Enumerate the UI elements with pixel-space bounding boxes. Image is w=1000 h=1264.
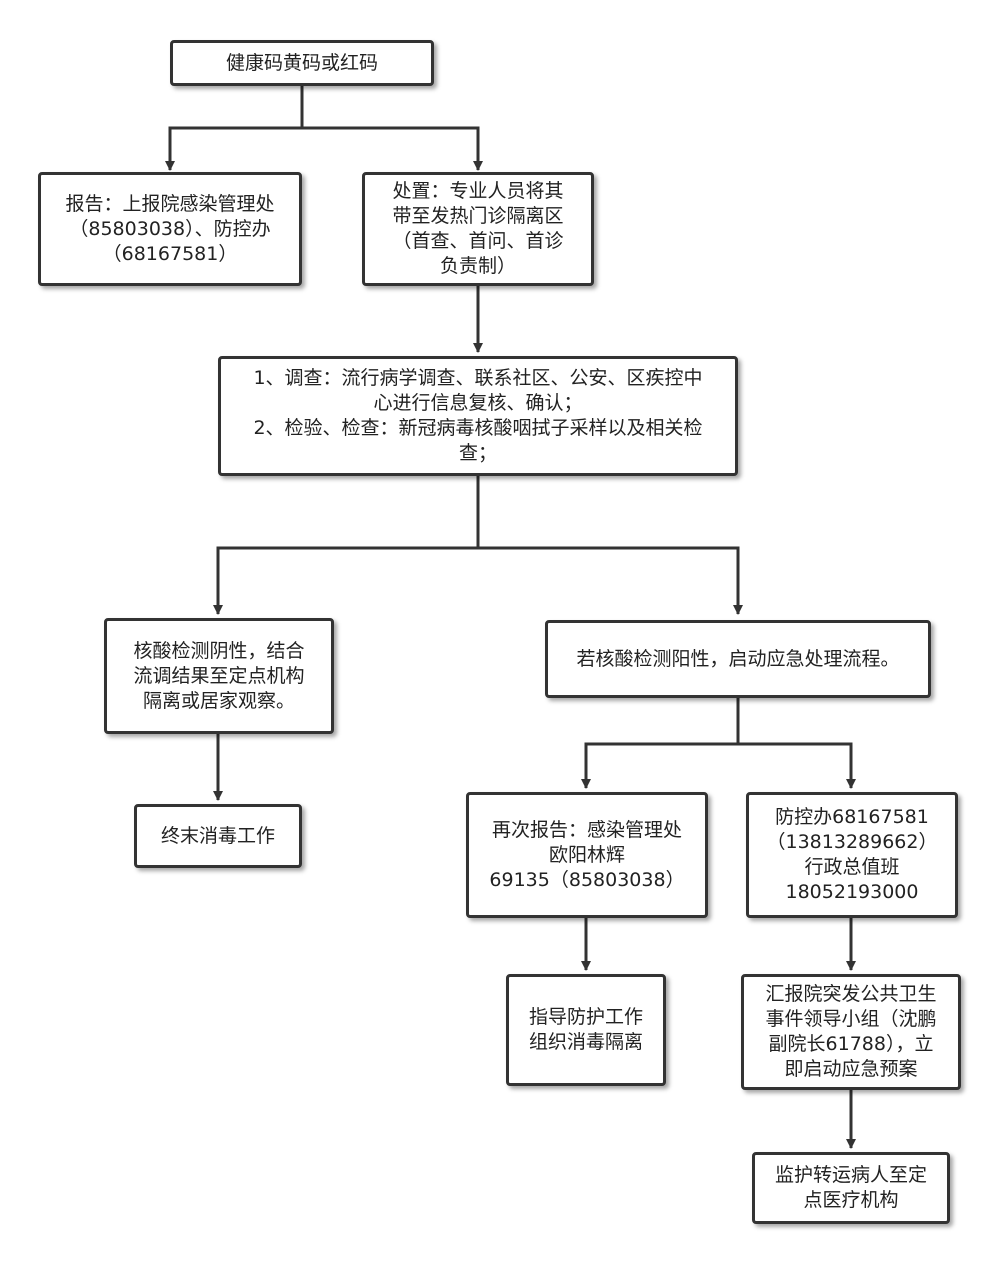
node-guide-line: 组织消毒隔离 bbox=[528, 1031, 643, 1053]
node-escalate-line: 副院长61788），立 bbox=[768, 1033, 934, 1055]
node-transfer-line: 点医疗机构 bbox=[803, 1189, 899, 1211]
node-investigate-line: 2、检验、检查：新冠病毒核酸咽拭子采样以及相关检 bbox=[253, 417, 703, 439]
node-start-line: 健康码黄码或红码 bbox=[225, 51, 378, 74]
node-rereport: 再次报告：感染管理处 欧阳林辉 69135（85803038） bbox=[466, 792, 708, 918]
node-office: 防控办68167581 （13813289662） 行政总值班 18052193… bbox=[746, 792, 958, 918]
node-report-line: （68167581） bbox=[102, 242, 238, 265]
edge-start-report bbox=[165, 84, 304, 171]
node-escalate: 汇报院突发公共卫生 事件领导小组（沈鹏 副院长61788），立 即启动应急预案 bbox=[741, 974, 961, 1090]
node-investigate-text: 1、调查：流行病学调查、联系社区、公安、区疾控中 心进行信息复核、确认； 2、检… bbox=[253, 366, 702, 466]
node-negative-text: 核酸检测阴性，结合 流调结果至定点机构 隔离或居家观察。 bbox=[133, 639, 304, 714]
node-guide: 指导防护工作 组织消毒隔离 bbox=[506, 974, 666, 1086]
node-dispose-line: 负责制） bbox=[439, 255, 516, 277]
node-start: 健康码黄码或红码 bbox=[170, 40, 434, 86]
node-disinfect: 终末消毒工作 bbox=[134, 804, 302, 868]
node-guide-line: 指导防护工作 bbox=[528, 1006, 643, 1028]
node-positive-line: 若核酸检测阳性，启动应急处理流程。 bbox=[576, 647, 900, 670]
node-disinfect-text: 终末消毒工作 bbox=[161, 824, 275, 849]
node-dispose-line: 处置：专业人员将其 bbox=[392, 180, 564, 202]
edge-investigate-positive bbox=[478, 546, 743, 615]
node-report-text: 报告：上报院感染管理处 （85803038）、防控办 （68167581） bbox=[65, 192, 274, 267]
node-transfer: 监护转运病人至定 点医疗机构 bbox=[752, 1152, 950, 1224]
node-report-line: 报告：上报院感染管理处 bbox=[65, 192, 275, 215]
node-transfer-line: 监护转运病人至定 bbox=[774, 1164, 927, 1186]
node-negative-line: 隔离或居家观察。 bbox=[142, 689, 295, 712]
edge-start-dispose bbox=[302, 126, 483, 171]
node-negative-line: 流调结果至定点机构 bbox=[133, 664, 305, 687]
node-dispose: 处置：专业人员将其 带至发热门诊隔离区 （首查、首问、首诊 负责制） bbox=[362, 172, 594, 286]
node-report: 报告：上报院感染管理处 （85803038）、防控办 （68167581） bbox=[38, 172, 302, 286]
node-investigate: 1、调查：流行病学调查、联系社区、公安、区疾控中 心进行信息复核、确认； 2、检… bbox=[218, 356, 738, 476]
node-investigate-line: 心进行信息复核、确认； bbox=[373, 392, 583, 414]
node-escalate-line: 事件领导小组（沈鹏 bbox=[765, 1008, 937, 1030]
node-rereport-line: 69135（85803038） bbox=[489, 868, 685, 891]
node-guide-text: 指导防护工作 组织消毒隔离 bbox=[529, 1005, 643, 1055]
node-positive-text: 若核酸检测阳性，启动应急处理流程。 bbox=[576, 647, 899, 672]
node-rereport-line: 再次报告：感染管理处 bbox=[491, 818, 682, 841]
node-office-line: （13813289662） bbox=[766, 831, 938, 853]
node-rereport-text: 再次报告：感染管理处 欧阳林辉 69135（85803038） bbox=[489, 818, 684, 893]
node-escalate-line: 即启动应急预案 bbox=[784, 1058, 918, 1080]
node-escalate-line: 汇报院突发公共卫生 bbox=[765, 983, 937, 1005]
node-escalate-text: 汇报院突发公共卫生 事件领导小组（沈鹏 副院长61788），立 即启动应急预案 bbox=[765, 982, 936, 1082]
node-negative: 核酸检测阴性，结合 流调结果至定点机构 隔离或居家观察。 bbox=[104, 618, 334, 734]
node-office-line: 18052193000 bbox=[785, 881, 919, 903]
node-office-line: 行政总值班 bbox=[804, 856, 900, 878]
node-report-line: （85803038）、防控办 bbox=[69, 217, 271, 240]
node-positive: 若核酸检测阳性，启动应急处理流程。 bbox=[545, 620, 931, 698]
edge-investigate-negative bbox=[213, 476, 480, 615]
node-disinfect-line: 终末消毒工作 bbox=[160, 824, 275, 847]
edge-positive-office bbox=[738, 742, 856, 789]
node-dispose-text: 处置：专业人员将其 带至发热门诊隔离区 （首查、首问、首诊 负责制） bbox=[392, 179, 563, 279]
node-transfer-text: 监护转运病人至定 点医疗机构 bbox=[775, 1163, 927, 1213]
node-start-text: 健康码黄码或红码 bbox=[226, 51, 378, 76]
node-office-line: 防控办68167581 bbox=[775, 806, 929, 828]
node-office-text: 防控办68167581 （13813289662） 行政总值班 18052193… bbox=[767, 805, 938, 905]
edge-positive-rereport bbox=[581, 698, 740, 789]
node-dispose-line: （首查、首问、首诊 bbox=[392, 230, 564, 252]
node-negative-line: 核酸检测阴性，结合 bbox=[133, 639, 305, 662]
node-dispose-line: 带至发热门诊隔离区 bbox=[392, 205, 564, 227]
node-investigate-line: 1、调查：流行病学调查、联系社区、公安、区疾控中 bbox=[253, 367, 703, 389]
node-investigate-line: 查； bbox=[458, 442, 497, 464]
node-rereport-line: 欧阳林辉 bbox=[548, 843, 625, 866]
